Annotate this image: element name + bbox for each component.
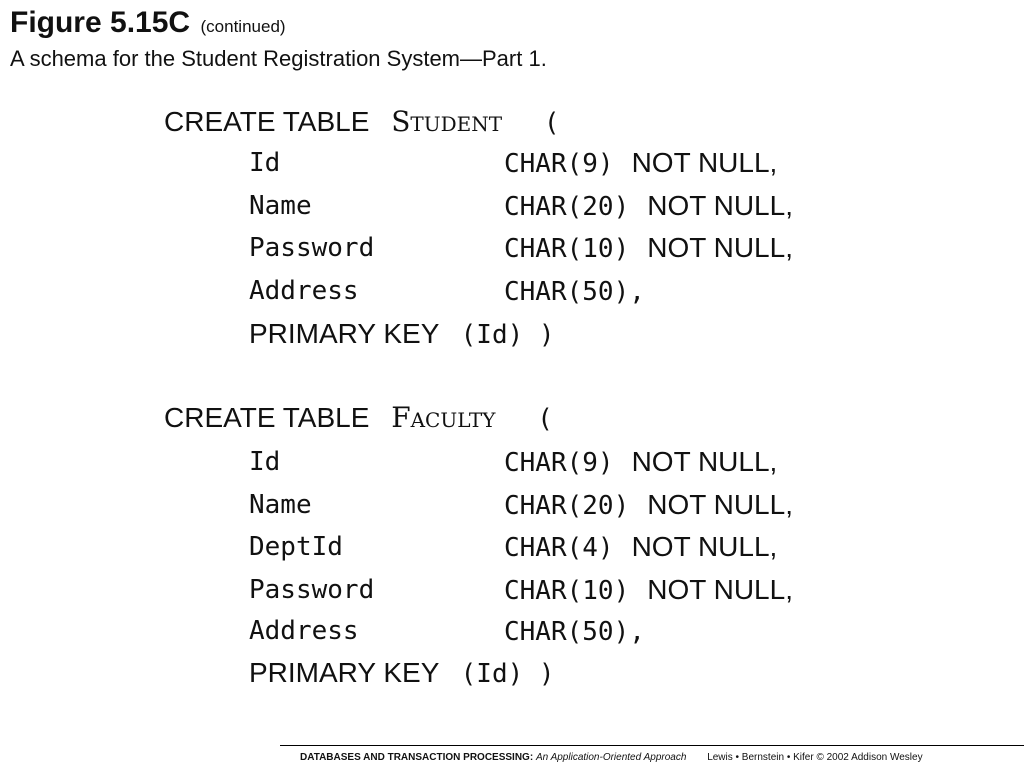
column-type: CHAR(9)NOT NULL, xyxy=(504,446,778,478)
figure-header: Figure 5.15C (continued) A schema for th… xyxy=(10,6,547,73)
figure-number: Figure 5.15C xyxy=(10,6,191,39)
column-type: CHAR(20)NOT NULL, xyxy=(504,190,793,222)
table-name-student: Student xyxy=(391,105,503,138)
create-table-keyword: CREATE TABLE xyxy=(164,402,370,433)
column-type: CHAR(20)NOT NULL, xyxy=(504,489,793,521)
column-type: CHAR(9)NOT NULL, xyxy=(504,147,778,179)
primary-key-line: PRIMARY KEY (Id) ) xyxy=(249,318,555,351)
column-type: CHAR(10)NOT NULL, xyxy=(504,574,793,606)
figure-continued: (continued) xyxy=(200,17,286,36)
column-name: Name xyxy=(249,191,312,221)
create-table-keyword: CREATE TABLE xyxy=(164,106,370,137)
column-type: CHAR(50), xyxy=(504,617,645,647)
column-type: CHAR(50), xyxy=(504,277,645,307)
footer-divider xyxy=(280,745,1024,746)
primary-key-columns: (Id) ) xyxy=(460,320,555,350)
open-paren: ( xyxy=(543,108,560,138)
column-type: CHAR(4)NOT NULL, xyxy=(504,531,778,563)
column-name: DeptId xyxy=(249,532,343,562)
primary-key-columns: (Id) ) xyxy=(460,659,555,689)
sql-schema: CREATE TABLE Student ( Id CHAR(9)NOT NUL… xyxy=(164,106,793,690)
create-table-student-line: CREATE TABLE Student ( xyxy=(164,106,559,139)
figure-caption: A schema for the Student Registration Sy… xyxy=(10,46,547,71)
column-name: Password xyxy=(249,233,375,263)
create-table-faculty-line: CREATE TABLE Faculty ( xyxy=(164,402,553,435)
primary-key-keyword: PRIMARY KEY xyxy=(249,318,439,349)
book-title: DATABASES AND TRANSACTION PROCESSING: xyxy=(300,752,534,763)
primary-key-keyword: PRIMARY KEY xyxy=(249,657,439,688)
footer-credits: DATABASES AND TRANSACTION PROCESSING: An… xyxy=(300,752,923,763)
table-name-faculty: Faculty xyxy=(391,401,496,434)
book-credits: Lewis • Bernstein • Kifer © 2002 Addison… xyxy=(707,752,923,763)
column-name: Id xyxy=(249,148,281,178)
column-type: CHAR(10)NOT NULL, xyxy=(504,232,793,264)
column-name: Password xyxy=(249,575,375,605)
column-name: Address xyxy=(249,276,359,306)
column-name: Id xyxy=(249,447,281,477)
book-subtitle: An Application-Oriented Approach xyxy=(535,752,687,763)
figure-title-line: Figure 5.15C (continued) xyxy=(10,6,547,45)
column-name: Name xyxy=(249,490,312,520)
primary-key-line: PRIMARY KEY (Id) ) xyxy=(249,657,555,690)
column-name: Address xyxy=(249,616,359,646)
open-paren: ( xyxy=(537,404,553,434)
